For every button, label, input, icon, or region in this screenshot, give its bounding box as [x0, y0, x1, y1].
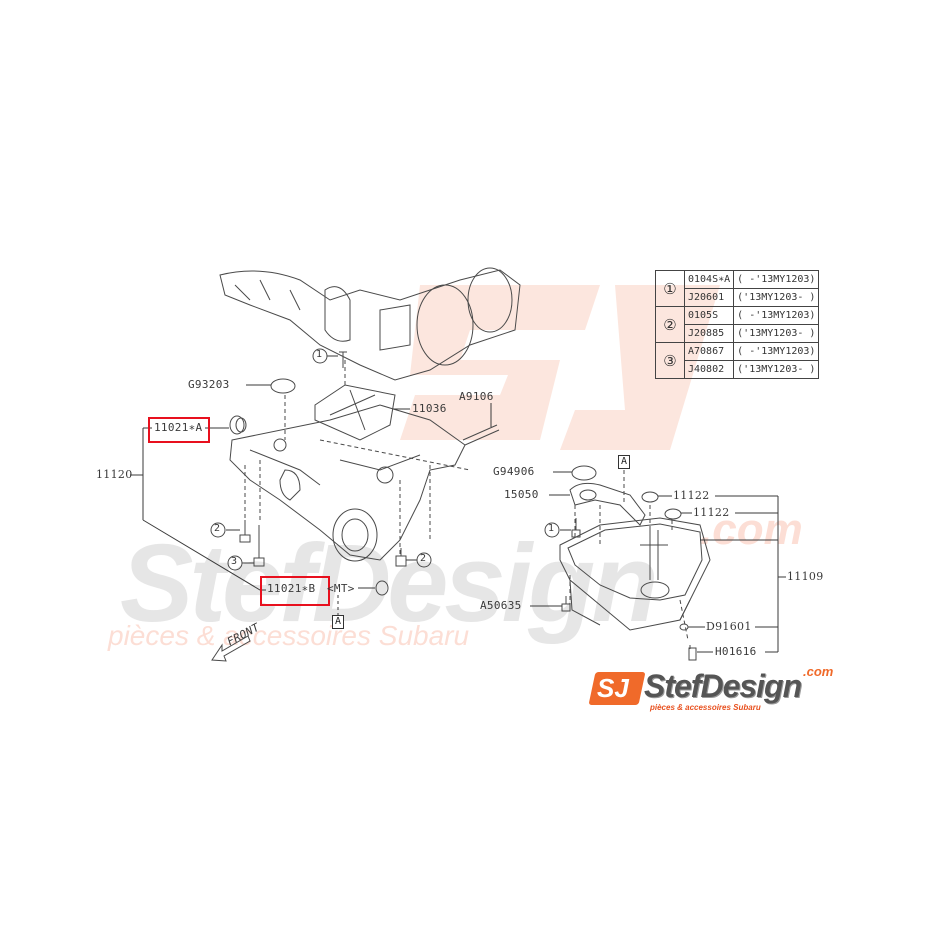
table-row: ③ A70867 ( -'13MY1203): [655, 342, 820, 379]
part-cell[interactable]: J20885: [683, 324, 735, 343]
bolt-ref1-top: [339, 351, 347, 368]
part-cell[interactable]: J20601: [683, 288, 735, 307]
part-cell[interactable]: 0104S∗A: [683, 270, 735, 289]
drain-plug-h01616: [688, 647, 697, 661]
table-row: J20601 ('13MY1203- ): [656, 288, 820, 307]
ref-cell-2: ②: [655, 306, 685, 343]
plug-b-illustration: [375, 580, 389, 596]
oil-pump-body-illustration: [229, 360, 471, 562]
label-15050[interactable]: 15050: [504, 488, 539, 501]
stud-a9106: [462, 424, 500, 446]
front-arrow-icon: [211, 635, 251, 662]
label-a9106[interactable]: A9106: [459, 390, 494, 403]
label-h01616[interactable]: H01616: [715, 645, 757, 658]
range-cell: ('13MY1203- ): [733, 324, 820, 343]
gasket-11122-a: [641, 491, 659, 503]
label-11122-b[interactable]: 11122: [693, 506, 730, 519]
table-row: ① 0104S∗A ( -'13MY1203): [655, 270, 820, 307]
oil-pan-illustration: [559, 470, 711, 652]
bolt-ref3: [253, 525, 265, 567]
ref-cell-1: ①: [655, 270, 685, 307]
plug-a-illustration: [229, 415, 247, 435]
part-reference-table: ① 0104S∗A ( -'13MY1203) J20601 ('13MY120…: [655, 270, 820, 379]
table-row: J40802 ('13MY1203- ): [656, 360, 820, 379]
label-d91601[interactable]: D91601: [706, 620, 752, 633]
logo-tagline: pièces & accessoires Subaru: [650, 703, 761, 712]
ref-1-top: 1: [316, 349, 323, 360]
range-cell: ( -'13MY1203): [733, 270, 820, 289]
table-row: ② 0105S ( -'13MY1203): [655, 306, 820, 343]
range-cell: ( -'13MY1203): [733, 342, 820, 361]
engine-block-illustration: [219, 267, 521, 381]
washer-d91601: [679, 623, 689, 631]
highlight-box-11021a: [148, 417, 210, 443]
range-cell: ('13MY1203- ): [733, 288, 820, 307]
logo-name: StefDesign: [644, 668, 802, 704]
ref-cell-3: ③: [655, 342, 685, 379]
box-a-left: A: [332, 615, 344, 629]
box-a-right: A: [618, 455, 630, 469]
part-cell[interactable]: A70867: [683, 342, 735, 361]
ref-2-left: 2: [214, 523, 221, 534]
label-11120[interactable]: 11120: [96, 468, 133, 481]
logo-mark-icon: SJ: [597, 673, 629, 703]
ref-3: 3: [231, 556, 238, 567]
ref-2-right: 2: [420, 553, 427, 564]
highlight-box-11021b: [260, 576, 330, 606]
range-cell: ('13MY1203- ): [733, 360, 820, 379]
leader-lines: [130, 355, 786, 653]
table-row: J20885 ('13MY1203- ): [656, 324, 820, 343]
label-11109[interactable]: 11109: [787, 570, 824, 583]
label-g93203[interactable]: G93203: [188, 378, 230, 391]
label-11021a[interactable]: 11021∗A: [154, 421, 203, 434]
watermark-tagline: pièces & accessoires Subaru: [108, 620, 470, 651]
label-a50635[interactable]: A50635: [480, 599, 522, 612]
part-cell[interactable]: J40802: [683, 360, 735, 379]
label-g94906[interactable]: G94906: [493, 465, 535, 478]
label-11036[interactable]: 11036: [412, 402, 447, 415]
label-11122-a[interactable]: 11122: [673, 489, 710, 502]
bolt-ref2-right: [395, 548, 407, 567]
gasket-11122-b: [664, 508, 682, 520]
label-mt: <MT>: [327, 582, 355, 595]
range-cell: ( -'13MY1203): [733, 306, 820, 325]
bolt-a50635: [561, 596, 571, 612]
ref-circles: [210, 348, 560, 571]
bolt-ref1-pan: [571, 518, 581, 538]
watermark-brand: StefDesign: [120, 522, 659, 645]
logo-com: .com: [803, 664, 834, 679]
o-ring-g93203: [270, 378, 296, 394]
o-ring-g94906: [571, 465, 597, 481]
part-cell[interactable]: 0105S: [683, 306, 735, 325]
bolt-ref2-left: [239, 520, 251, 543]
ref-1-pan: 1: [548, 523, 555, 534]
label-11021b[interactable]: 11021∗B: [267, 582, 316, 595]
watermark-s-shape: [400, 285, 600, 440]
